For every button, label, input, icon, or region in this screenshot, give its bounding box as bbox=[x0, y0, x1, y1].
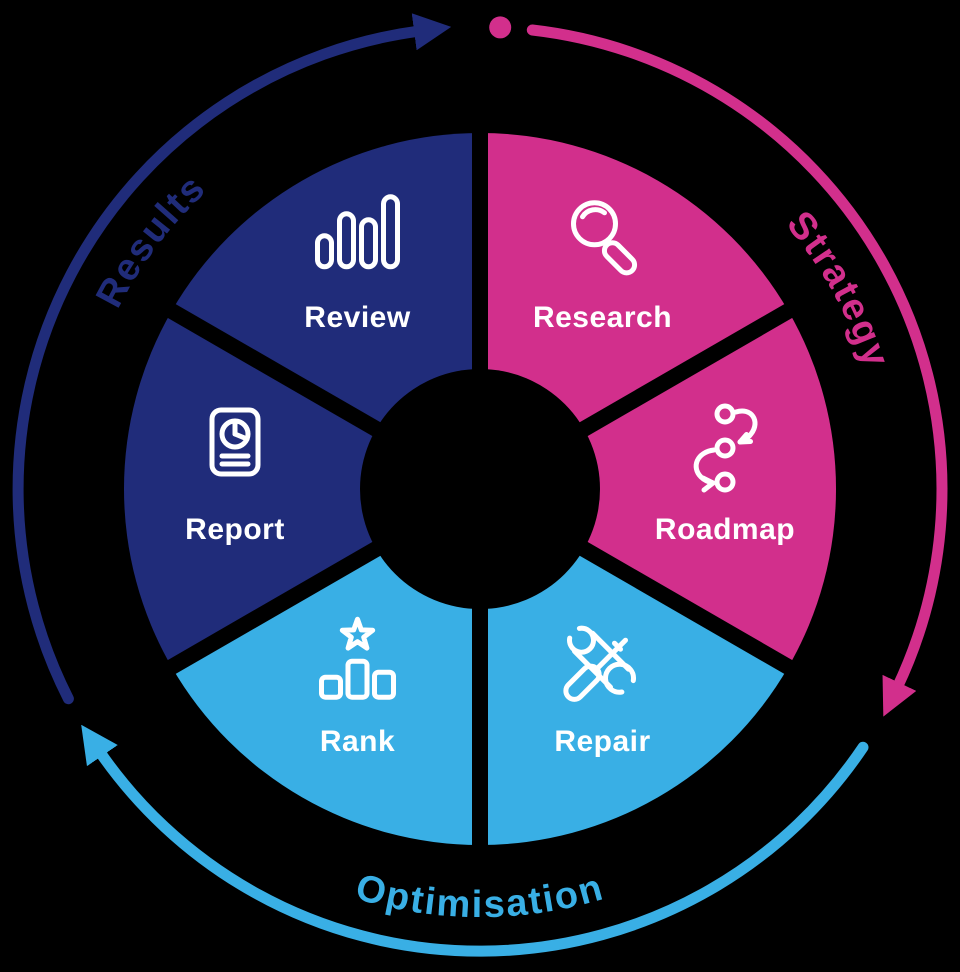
segment-label-report: Report bbox=[185, 513, 285, 546]
phase-label-optimisation: Optimisation bbox=[351, 866, 608, 926]
results-arc bbox=[12, 13, 452, 705]
process-wheel bbox=[123, 129, 837, 849]
segment-report bbox=[123, 311, 480, 667]
bar-chart-icon bbox=[315, 194, 400, 270]
star-podium-icon bbox=[319, 616, 396, 700]
segment-label-review: Review bbox=[304, 301, 411, 334]
cycle-start-dot bbox=[489, 16, 512, 39]
strategy-arc bbox=[526, 24, 948, 717]
segment-label-repair: Repair bbox=[554, 725, 650, 758]
magnifier-icon bbox=[571, 200, 638, 276]
segment-label-research: Research bbox=[533, 301, 672, 334]
report-document-icon bbox=[209, 407, 261, 477]
segment-label-roadmap: Roadmap bbox=[655, 513, 795, 546]
wheel-center-hole bbox=[360, 369, 600, 609]
optimisation-arc bbox=[81, 724, 869, 957]
workflow-icon bbox=[693, 403, 758, 493]
cycle-arrows bbox=[12, 13, 948, 957]
tools-icon bbox=[563, 625, 636, 702]
segment-roadmap bbox=[480, 311, 837, 667]
segment-label-rank: Rank bbox=[320, 725, 395, 758]
